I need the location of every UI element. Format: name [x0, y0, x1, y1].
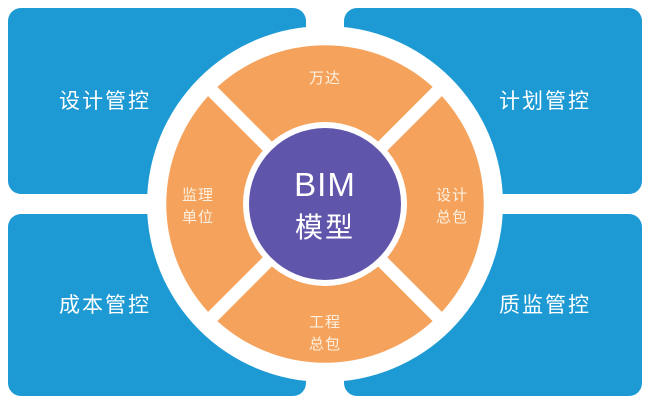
hub-circle[interactable] — [249, 128, 401, 280]
panel-label-quality-control: 质监管控 — [499, 293, 591, 317]
panel-label-plan-control: 计划管控 — [499, 89, 591, 113]
panel-label-cost-control: 成本管控 — [59, 293, 151, 317]
panel-label-design-control: 设计管控 — [59, 89, 151, 113]
